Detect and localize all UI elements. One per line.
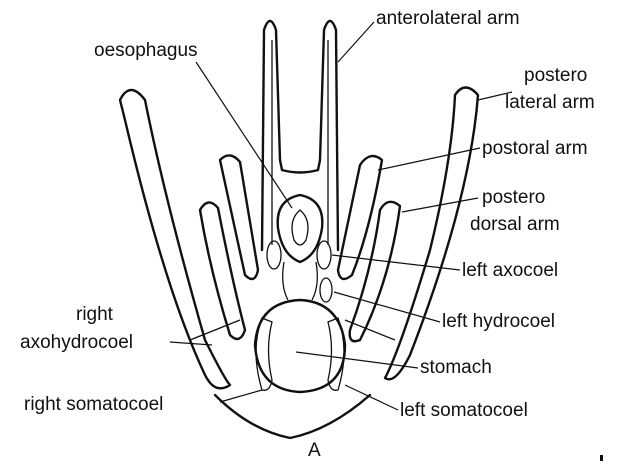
label-postero-lateral-arm-1: postero xyxy=(524,65,587,87)
oesophagus-shape xyxy=(278,195,323,262)
leader-left-somatocoel xyxy=(345,385,398,410)
postoral-arm-left xyxy=(220,155,258,279)
leader-postoral xyxy=(378,148,480,170)
body-outline xyxy=(215,395,370,438)
label-right-somatocoel: right somatocoel xyxy=(24,394,163,416)
right-axocoel-shape xyxy=(267,241,281,269)
label-postero-dorsal-arm-1: postero xyxy=(482,187,545,209)
label-stomach: stomach xyxy=(420,357,492,379)
label-left-axocoel: left axocoel xyxy=(462,260,558,282)
leader-anterolateral xyxy=(338,22,374,62)
leader-left-axocoel xyxy=(332,255,460,270)
left-axocoel-shape xyxy=(317,241,331,269)
postero-dorsal-arm-right xyxy=(350,202,400,341)
label-postero-dorsal-arm-2: dorsal arm xyxy=(470,214,560,236)
left-somatocoel-shape xyxy=(328,318,344,390)
stray-mark xyxy=(600,455,603,461)
label-right-axohydrocoel-1: right xyxy=(76,304,113,326)
panel-label: A xyxy=(308,440,321,462)
leader-stomach xyxy=(296,352,418,368)
label-left-hydrocoel: left hydrocoel xyxy=(442,311,555,333)
label-postoral-arm: postoral arm xyxy=(482,138,588,160)
postero-dorsal-arm-left xyxy=(200,202,245,339)
postero-lateral-arm-right xyxy=(385,88,478,380)
label-postero-lateral-arm-2: lateral arm xyxy=(505,92,595,114)
neck-region xyxy=(283,262,318,300)
oesophagus-inner xyxy=(292,210,308,245)
leader-right-somatocoel xyxy=(220,390,262,402)
postero-lateral-arm-left xyxy=(120,90,230,388)
label-oesophagus: oesophagus xyxy=(94,40,198,62)
label-left-somatocoel: left somatocoel xyxy=(400,400,528,422)
label-right-axohydrocoel-2: axohydrocoel xyxy=(20,332,133,354)
anterolateral-arm-left xyxy=(262,21,338,250)
leader-left-hydrocoel xyxy=(334,292,440,322)
left-hydrocoel-shape xyxy=(320,278,332,302)
label-anterolateral-arm: anterolateral arm xyxy=(376,8,520,30)
